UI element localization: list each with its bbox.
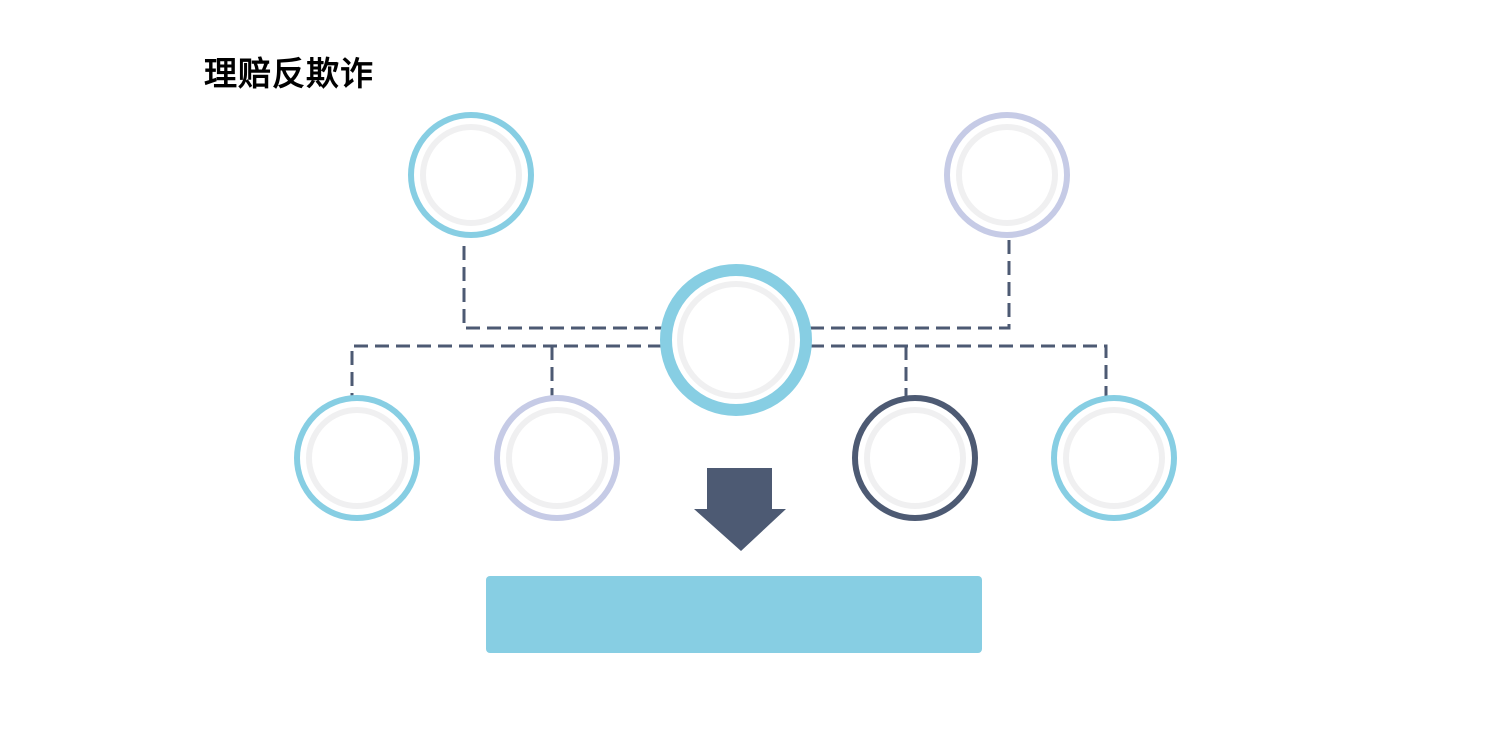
top-left-node — [408, 112, 534, 238]
connector-bottom-left — [350, 344, 662, 398]
page-title: 理赔反欺诈 — [204, 54, 374, 93]
bottom-node-2 — [494, 395, 620, 521]
bottom-node-4 — [1051, 395, 1177, 521]
connector-top-right — [810, 240, 1011, 330]
down-arrow-icon — [694, 468, 786, 551]
connector-bottom-right — [810, 344, 1108, 398]
bottom-node-1 — [294, 395, 420, 521]
result-box — [486, 576, 982, 653]
top-right-node — [944, 112, 1070, 238]
hub-node — [660, 264, 812, 416]
connector-top-left — [462, 246, 662, 330]
bottom-node-3 — [852, 395, 978, 521]
connector-lines — [350, 240, 1108, 398]
